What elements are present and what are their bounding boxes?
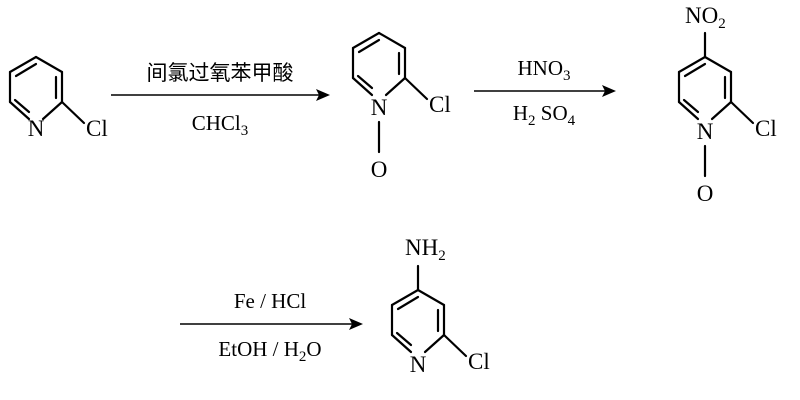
atom-n: N xyxy=(697,119,714,144)
solvent-etoh-water: EtOH / H2O xyxy=(218,337,321,365)
compound-2-chloro-4-nitropyridine-n-oxide: NO2 N Cl O xyxy=(677,3,777,206)
reagent-hno3: HNO3 xyxy=(518,56,571,84)
atom-n: N xyxy=(371,95,388,120)
atom-n: N xyxy=(410,352,427,377)
compound-4-amino-2-chloropyridine: NH2 N Cl xyxy=(390,235,490,377)
reaction-arrow-2: HNO3 H2 SO4 xyxy=(474,56,616,129)
solvent-chcl3: CHCl3 xyxy=(192,111,249,139)
atom-cl: Cl xyxy=(468,349,490,374)
atom-n: N xyxy=(28,116,45,141)
reagent-fe-hcl: Fe / HCl xyxy=(234,289,307,313)
reagent-mcpba: 间氯过氧苯甲酸 xyxy=(147,61,294,85)
nitro-group: NO2 xyxy=(685,3,726,32)
atom-cl: Cl xyxy=(429,92,451,117)
atom-cl: Cl xyxy=(86,116,108,141)
reagent-h2so4: H2 SO4 xyxy=(513,101,576,129)
reaction-arrow-1: 间氯过氧苯甲酸 CHCl3 xyxy=(111,61,330,139)
atom-o: O xyxy=(371,157,388,182)
compound-2-chloropyridine: N Cl xyxy=(8,55,108,141)
reaction-arrow-3: Fe / HCl EtOH / H2O xyxy=(180,289,363,365)
compound-2-chloropyridine-n-oxide: N Cl O xyxy=(351,31,451,182)
atom-o: O xyxy=(697,181,714,206)
amino-group: NH2 xyxy=(405,235,446,264)
atom-cl: Cl xyxy=(755,116,777,141)
